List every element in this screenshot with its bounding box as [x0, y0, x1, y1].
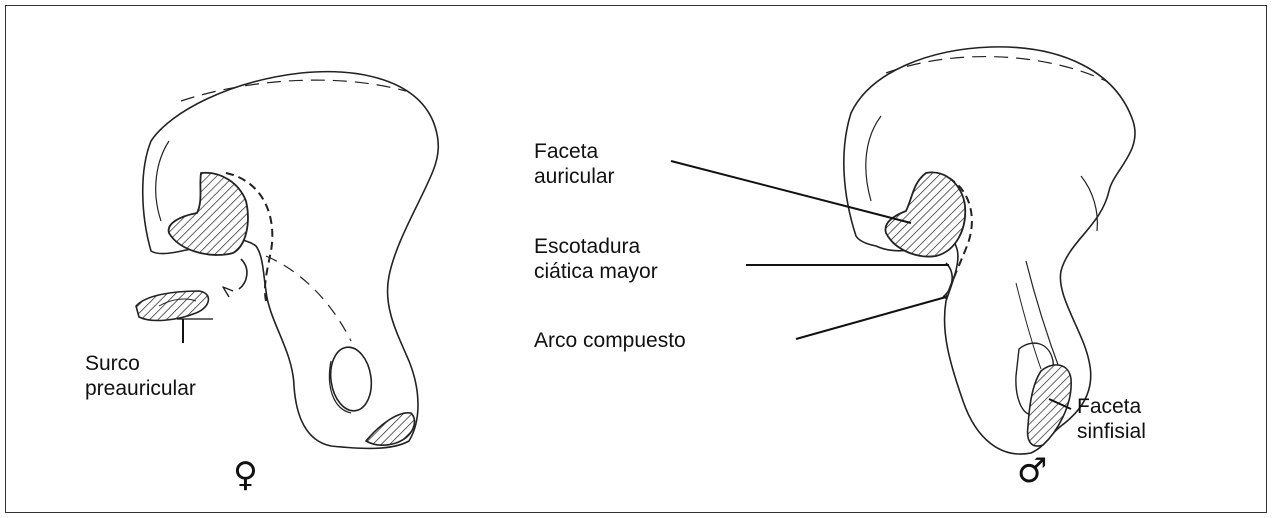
male-ramus-line-2 — [1016, 283, 1041, 369]
label-surco-preauricular: Surco preauricular — [85, 351, 196, 401]
male-crest-inner — [1081, 176, 1097, 231]
male-symbol: ♂ — [1017, 454, 1047, 488]
label-escotadura-ciatica-mayor: Escotadura ciática mayor — [534, 234, 658, 284]
female-ilium-crest-dashed — [181, 80, 406, 101]
female-inner-contour — [156, 141, 169, 221]
leader-faceta-auricular — [671, 161, 911, 223]
female-symbol: ♀ — [233, 458, 258, 492]
male-ramus-line — [1026, 261, 1061, 373]
female-sciatic-notch-solid — [239, 259, 247, 289]
female-preauricular-sulcus — [136, 291, 208, 320]
male-auricular-facet — [885, 172, 965, 256]
male-hip-bone — [844, 47, 1135, 454]
label-faceta-auricular-line2: auricular — [534, 164, 615, 189]
label-faceta-sinfisial-line1: Faceta — [1077, 394, 1146, 419]
female-auricular-facet — [169, 173, 248, 255]
female-arcuate-line — [266, 256, 351, 341]
male-ilium-outline — [844, 47, 1135, 454]
female-notch-arrow — [223, 287, 233, 297]
label-surco-line2: preauricular — [85, 376, 196, 401]
label-faceta-sinfisial: Faceta sinfisial — [1077, 394, 1146, 444]
label-faceta-auricular: Faceta auricular — [534, 139, 615, 189]
label-arco-compuesto: Arco compuesto — [534, 328, 686, 353]
label-escotadura-line2: ciática mayor — [534, 259, 658, 284]
obturator-foramen-female — [327, 345, 376, 414]
male-sciatic-notch-solid — [943, 263, 952, 297]
label-surco-line1: Surco — [85, 351, 196, 376]
label-faceta-sinfisial-line2: sinfisial — [1077, 419, 1146, 444]
label-escotadura-line1: Escotadura — [534, 234, 658, 259]
leader-arco-compuesto — [796, 297, 946, 339]
female-symphyseal-facet — [366, 413, 415, 445]
label-faceta-auricular-line1: Faceta — [534, 139, 615, 164]
figure-frame: Surco preauricular ♀ Faceta auricular Es… — [5, 5, 1267, 513]
male-inner-contour — [866, 116, 881, 201]
